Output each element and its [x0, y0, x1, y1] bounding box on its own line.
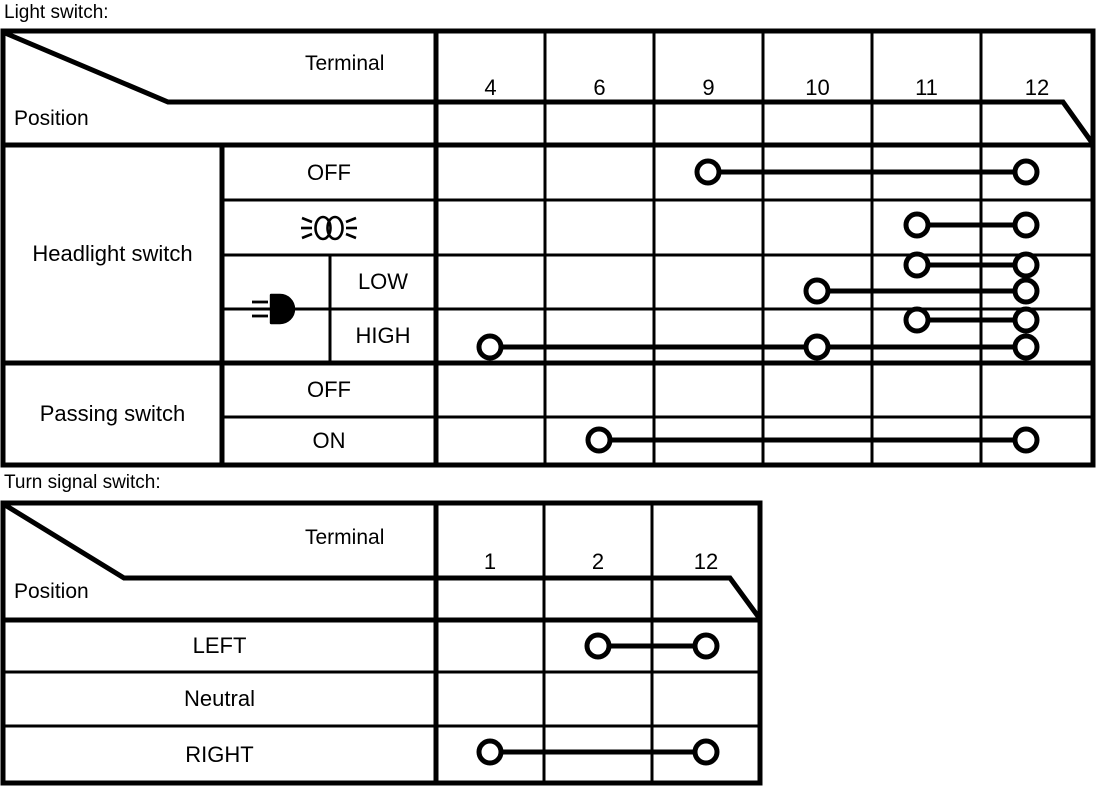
- turn-signal-table: Terminal Position 1 2 12 LEFT Neutral RI…: [0, 500, 768, 786]
- continuity-passing-on-6-12: [585, 426, 1040, 454]
- continuity-high-4-10-12: [476, 333, 1040, 361]
- continuity-position-11-12: [903, 211, 1040, 239]
- continuity-off-9-12: [694, 158, 1040, 186]
- terminal-header-label-2: Terminal: [305, 526, 385, 549]
- headlight-beam-icon: [222, 255, 330, 363]
- turn-signal-grid: [0, 500, 763, 786]
- continuity-left-2-12: [584, 632, 720, 660]
- position-header-label-2: Position: [14, 580, 89, 603]
- terminal-header-label: Terminal: [305, 52, 385, 75]
- continuity-right-1-12: [476, 738, 720, 766]
- position-header-label: Position: [14, 107, 89, 130]
- continuity-high-11-12: [903, 306, 1040, 334]
- position-lamp-icon: [222, 200, 436, 255]
- light-switch-table: Terminal Position 4 6 9 10 11 12 Headlig…: [0, 28, 1096, 468]
- turn-signal-caption: Turn signal switch:: [4, 472, 161, 493]
- continuity-low-11-12: [903, 251, 1040, 279]
- continuity-low-10-12: [803, 277, 1040, 305]
- light-switch-caption: Light switch:: [4, 2, 109, 23]
- light-switch-grid: [0, 28, 1096, 468]
